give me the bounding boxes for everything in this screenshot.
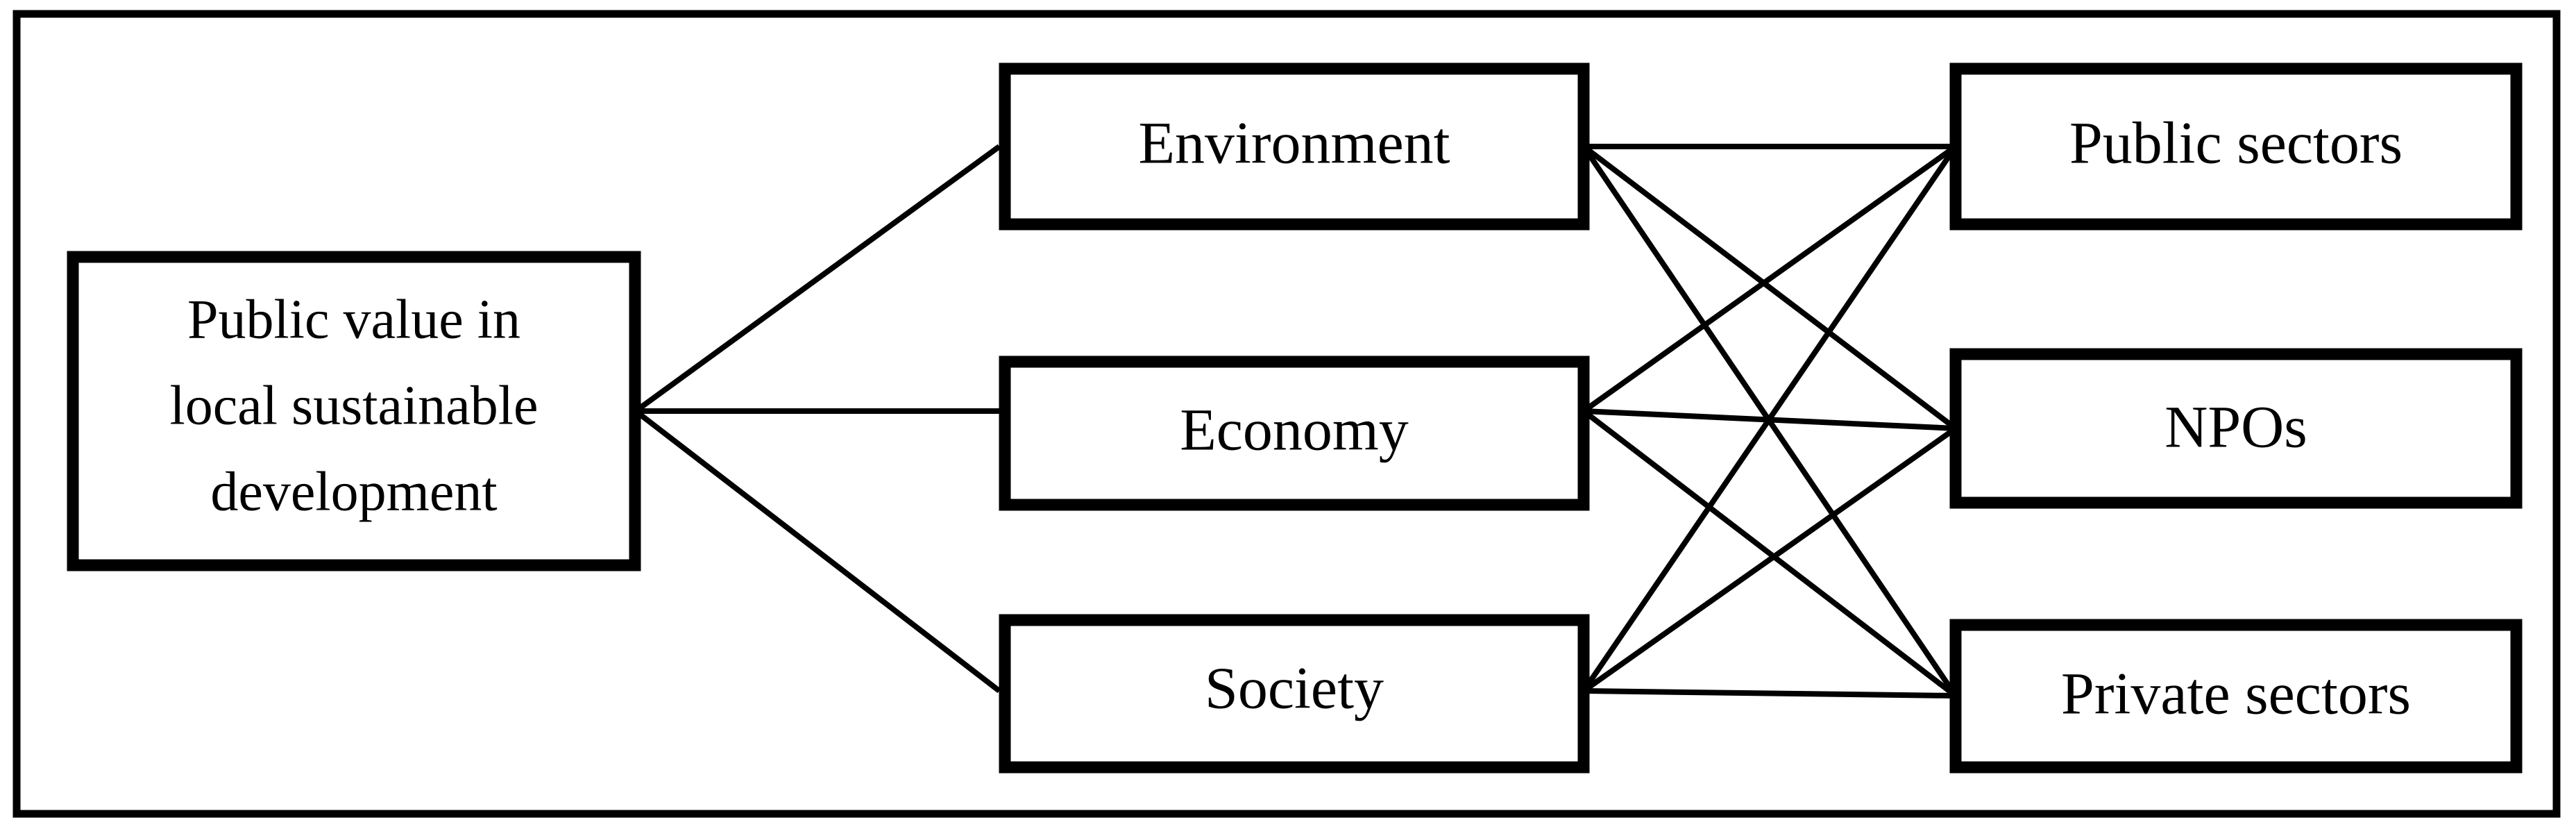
node-private-sectors-box[interactable]	[1949, 619, 2523, 774]
node-society-box[interactable]	[999, 614, 1590, 774]
node-public-value-box[interactable]	[67, 251, 641, 571]
edge-public-value-society	[634, 408, 1001, 694]
node-public-sectors[interactable]: Public sectors	[1949, 62, 2523, 231]
node-society[interactable]: Society	[999, 614, 1590, 774]
node-public-value-label-line-2: local sustainable	[170, 375, 539, 436]
edge-public-value-environment	[634, 144, 1001, 414]
edge-society-public-sectors	[1581, 144, 1958, 693]
node-environment-label: Environment	[1138, 110, 1450, 176]
node-public-value-label-line-3: development	[210, 461, 497, 522]
node-environment-box[interactable]	[999, 62, 1590, 231]
node-npos-box[interactable]	[1949, 348, 2523, 509]
edge-society-private-sectors	[1583, 688, 1956, 699]
edge-group-root-to-pillars	[634, 144, 1001, 694]
node-public-value-label-line-1: Public value in	[187, 289, 520, 350]
node-public-sectors-box[interactable]	[1949, 62, 2523, 231]
node-public-sectors-label: Public sectors	[2069, 110, 2403, 176]
node-private-sectors[interactable]: Private sectors	[1949, 619, 2523, 774]
edge-society-npos	[1582, 426, 1958, 694]
edge-economy-public-sectors	[1582, 144, 1958, 414]
node-economy-box[interactable]	[999, 356, 1590, 511]
node-economy-label: Economy	[1180, 396, 1409, 463]
edge-economy-private-sectors	[1582, 408, 1958, 699]
node-private-sectors-label: Private sectors	[2061, 660, 2411, 727]
node-npos[interactable]: NPOs	[1949, 348, 2523, 509]
node-npos-label: NPOs	[2164, 394, 2307, 460]
node-society-label: Society	[1205, 655, 1384, 721]
node-economy[interactable]: Economy	[999, 356, 1590, 511]
node-public-value[interactable]: Public value in local sustainable develo…	[67, 251, 641, 571]
node-environment[interactable]: Environment	[999, 62, 1590, 231]
edge-group-pillars-to-actors	[1581, 144, 1958, 699]
edge-environment-npos	[1582, 144, 1958, 431]
